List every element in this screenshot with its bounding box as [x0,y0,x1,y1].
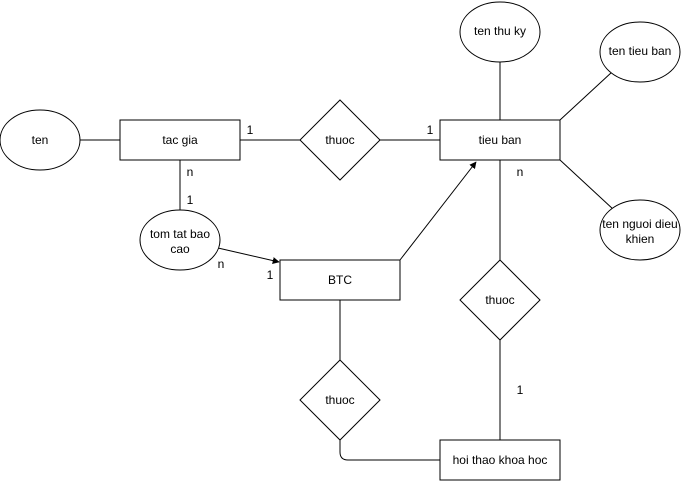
attribute-ten-nguoi-dieu-khien-line2: khien [626,232,655,246]
edge-thuoc-hoithao-bottom [339,440,440,461]
cardinality-tacgia-thuoc: 1 [247,123,254,137]
edge-tentieuban-tieuban [559,71,613,121]
entity-tac-gia-label: tac gia [162,133,198,147]
cardinality-tomtat-1: 1 [187,193,194,207]
attribute-tom-tat-bao-cao[interactable]: tom tat bao cao [139,209,221,271]
entity-btc-label: BTC [328,273,352,287]
cardinality-tieuban-n: n [517,165,524,179]
attribute-ten-nguoi-dieu-khien[interactable]: ten nguoi dieu khien [599,199,681,261]
attribute-ten-thu-ky-label: ten thu ky [474,24,526,38]
entity-hoi-thao-khoa-hoc-label: hoi thao khoa hoc [453,453,548,467]
edge-dieukhien-tieuban [559,159,615,211]
cardinality-tacgia-n: n [187,165,194,179]
relationship-thuoc-top[interactable]: thuoc [299,99,381,181]
entity-btc[interactable]: BTC [279,259,401,301]
attribute-ten-label: ten [32,133,49,147]
relationship-thuoc-right-label: thuoc [485,293,514,307]
cardinality-btc-1: 1 [267,268,274,282]
cardinality-thuoc-tieuban: 1 [427,123,434,137]
relationship-thuoc-top-label: thuoc [325,133,354,147]
entity-tieu-ban-label: tieu ban [479,133,522,147]
cardinality-hoithao-1: 1 [517,383,524,397]
attribute-ten-thu-ky[interactable]: ten thu ky [459,1,541,63]
edge-btc-tieuban [399,161,477,261]
attribute-tom-tat-bao-cao-line1: tom tat bao [150,227,210,241]
edge-tomtat-btc [217,247,280,265]
relationship-thuoc-bottom[interactable]: thuoc [299,359,381,441]
attribute-ten-tieu-ban-label: ten tieu ban [609,44,672,58]
cardinality-labels: 1 1 n 1 n 1 n 1 [187,123,524,397]
relationship-thuoc-bottom-label: thuoc [325,393,354,407]
attribute-tom-tat-bao-cao-line2: cao [170,242,190,256]
attribute-ten[interactable]: ten [0,109,81,171]
cardinality-tomtat-n: n [218,257,225,271]
attribute-ten-tieu-ban[interactable]: ten tieu ban [599,21,681,83]
entity-tac-gia[interactable]: tac gia [119,119,241,161]
entity-hoi-thao-khoa-hoc[interactable]: hoi thao khoa hoc [439,439,561,481]
attribute-ten-nguoi-dieu-khien-line1: ten nguoi dieu [602,217,677,231]
connectors [80,62,615,461]
entity-tieu-ban[interactable]: tieu ban [439,119,561,161]
relationship-thuoc-right[interactable]: thuoc [459,259,541,341]
